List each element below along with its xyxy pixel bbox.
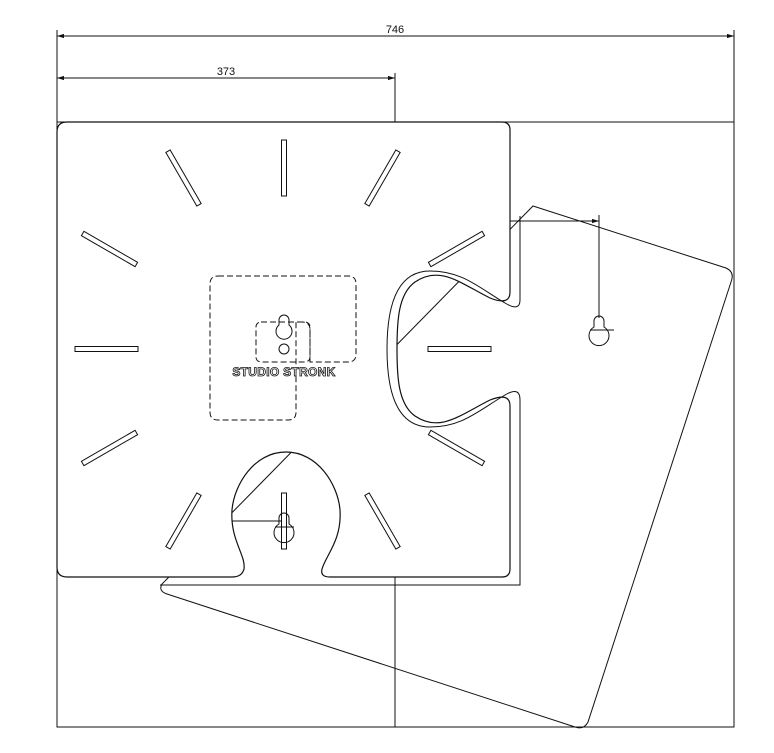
hour-marker-6 xyxy=(281,492,287,550)
hour-marker-3 xyxy=(427,346,492,352)
hour-marker-11 xyxy=(165,149,202,207)
studio-logo-text: STUDIO STRONK xyxy=(232,365,335,379)
hour-marker-5 xyxy=(364,492,401,550)
keyhole-top xyxy=(275,314,293,340)
hour-marker-8 xyxy=(80,429,139,467)
rotated-plate xyxy=(160,205,733,729)
keyhole-right xyxy=(588,315,610,347)
dim-label-746: 746 xyxy=(386,24,404,36)
hour-marker-7 xyxy=(165,492,202,550)
hour-marker-2 xyxy=(427,230,486,268)
hour-marker-4 xyxy=(427,429,486,467)
clock-plate xyxy=(56,121,511,578)
hour-marker-10 xyxy=(80,230,139,268)
tube-inner xyxy=(160,216,521,586)
movement-core xyxy=(255,321,311,363)
hour-marker-1 xyxy=(364,149,401,207)
keyhole-bottom xyxy=(273,512,295,544)
hour-marker-9 xyxy=(74,346,139,352)
center-spindle xyxy=(278,343,290,355)
dim-label-373: 373 xyxy=(217,66,235,78)
hour-marker-12 xyxy=(281,139,287,197)
hour-markers xyxy=(74,139,492,550)
